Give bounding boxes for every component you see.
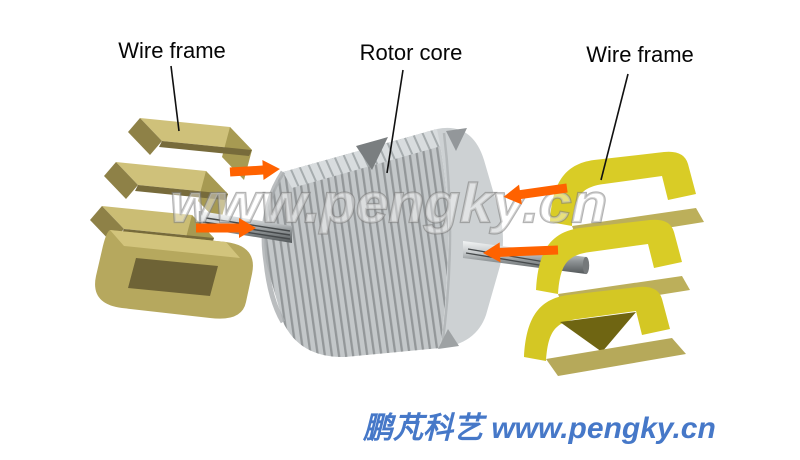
rotor-end-cap-crease [440, 132, 452, 348]
insert-arrow-right-top [503, 183, 568, 205]
label-left-wire-frame: Wire frame [118, 38, 226, 63]
rotor-cap-notch-top [446, 128, 467, 151]
rotor-top-face-slots [283, 129, 445, 188]
rotor-left-edge-shade [261, 170, 286, 324]
footer-brand-text: 鹏芃科艺 www.pengky.cn [362, 412, 716, 445]
leader-line-right [600, 73, 629, 181]
rotor-lamination-stripes [264, 129, 449, 358]
insert-arrow-right-bottom [483, 242, 559, 263]
label-rotor-core: Rotor core [360, 40, 463, 65]
rotor-end-cap [437, 127, 503, 349]
right-wire-frame-stack [524, 151, 704, 376]
label-right-wire-frame: Wire frame [586, 42, 694, 67]
left-wire-frame-stack [90, 118, 253, 319]
right-wire-frame-3 [524, 286, 686, 376]
leader-line-left [170, 65, 180, 132]
rotor-keyway-notch [356, 137, 388, 170]
left-wire-frame-4 [95, 230, 253, 319]
left-wire-frame-2 [104, 162, 228, 224]
leader-line-center [386, 69, 404, 174]
rotor-core [261, 127, 503, 358]
rotor-cap-notch-bottom [438, 329, 459, 349]
insert-arrow-left-bottom [196, 218, 256, 238]
insert-arrow-left-top [229, 160, 280, 181]
leader-lines [170, 65, 629, 181]
